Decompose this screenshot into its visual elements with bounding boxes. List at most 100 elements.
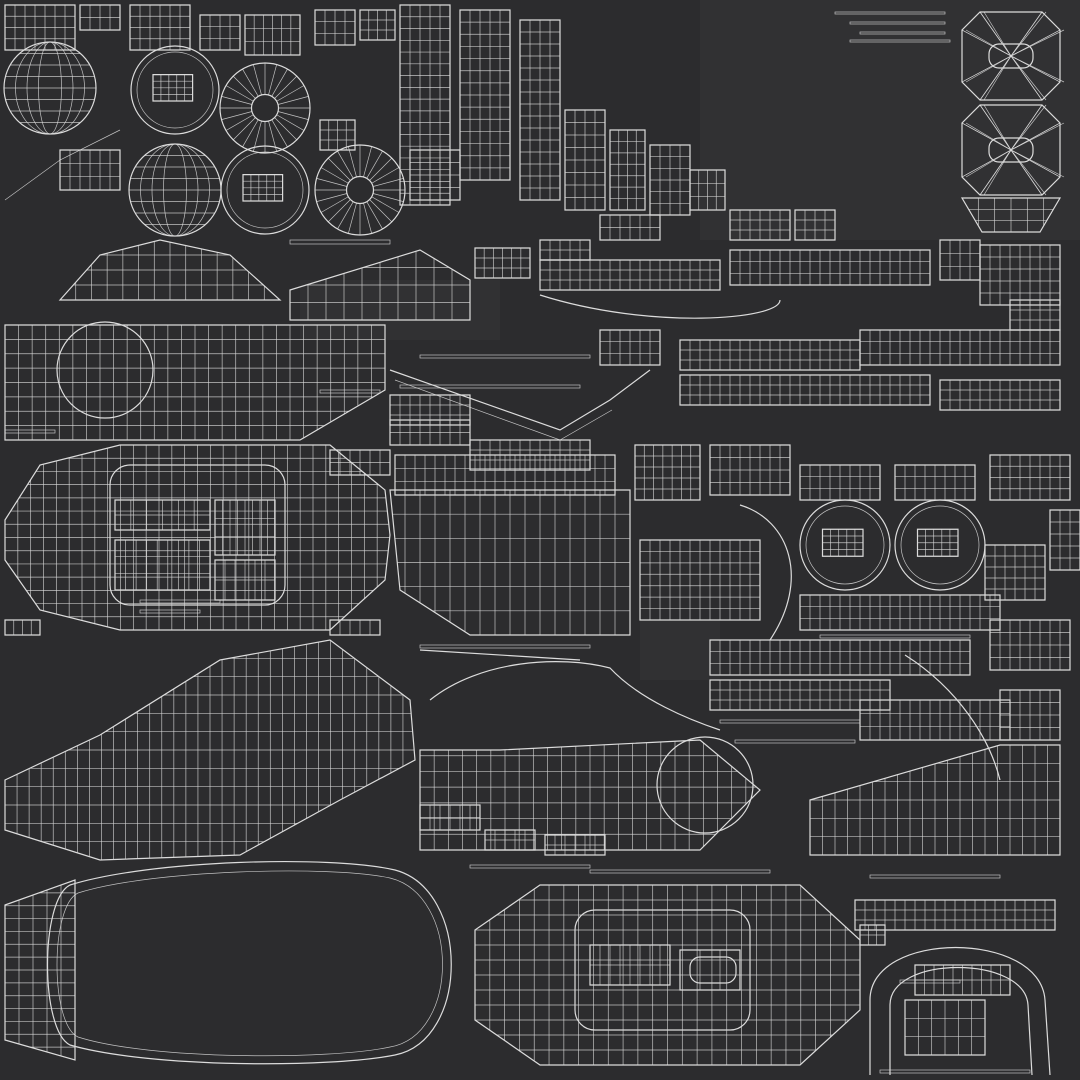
curved-strip [419, 649, 581, 661]
spoke [348, 146, 357, 178]
uv-island-outline [679, 949, 741, 991]
spoke [276, 114, 305, 131]
uv-island-outline [199, 14, 241, 51]
uv-island-outline [359, 9, 396, 41]
grid-lines [1050, 510, 1080, 570]
grid-lines [990, 620, 1070, 670]
octagon-spoke [1010, 149, 1065, 178]
grid-lines [5, 5, 75, 50]
uv-small-island [679, 374, 931, 406]
grid-lines [610, 130, 645, 210]
octagon-spoke [983, 11, 1012, 57]
uv-rect-island [114, 539, 211, 591]
uv-island-outline [329, 619, 381, 636]
uv-strip [139, 609, 201, 614]
grid-lines [520, 20, 560, 200]
spoke [242, 119, 259, 148]
octagon-spoke [1010, 149, 1047, 196]
uv-strip [469, 864, 591, 869]
ring-panel [242, 174, 284, 202]
spoke [372, 178, 404, 187]
uv-island-outline [4, 639, 416, 861]
curved-strip [904, 654, 1001, 781]
grid-lines [5, 880, 75, 1060]
uv-small-island [199, 14, 241, 51]
uv-island-outline [599, 214, 661, 241]
wing-island [809, 744, 1061, 856]
uv-island-outline [4, 4, 76, 51]
octagon-panel-icon [961, 11, 1065, 101]
uv-strip [139, 599, 221, 604]
grid-lines [60, 150, 120, 190]
uv-small-island [679, 339, 861, 371]
radial-disc-icon [314, 144, 406, 236]
grid-lines [640, 540, 760, 620]
hull-circle-cutout [656, 736, 754, 834]
grid-lines [410, 150, 460, 200]
uv-island-outline [984, 544, 1046, 601]
spoke [276, 85, 305, 102]
grid-lines [80, 5, 120, 30]
uv-island-outline [859, 329, 1061, 366]
uv-island-outline [859, 924, 886, 946]
curved-strip [394, 379, 613, 441]
uv-strip [419, 644, 591, 649]
uv-small-island [859, 924, 886, 946]
octagon-spoke [979, 11, 1012, 57]
spoke [337, 201, 354, 230]
spoke [268, 64, 277, 96]
ring-panel [152, 73, 194, 102]
uv-small-island [729, 209, 791, 241]
spoke [348, 202, 357, 234]
uv-small-island [329, 619, 381, 636]
octagon-center [988, 137, 1034, 163]
hull-top-island [4, 444, 391, 631]
uv-small-island [319, 119, 356, 151]
spoke [277, 111, 309, 120]
grid-lines [1000, 690, 1060, 740]
disc-hub [250, 93, 280, 123]
longitude-line [140, 143, 210, 237]
curved-strip [539, 294, 781, 319]
uv-island-outline [599, 329, 661, 366]
uv-island-outline [914, 964, 1011, 996]
uv-small-island [649, 144, 691, 216]
spoke [232, 117, 256, 141]
grid-lines [905, 1000, 985, 1055]
octagon-spoke [1010, 55, 1043, 101]
spoke [242, 68, 259, 97]
uv-strip [849, 39, 951, 43]
uv-island-outline [484, 829, 536, 851]
uv-island-outline [129, 4, 191, 51]
octagon-spoke [979, 149, 1012, 196]
grid-lines [243, 174, 283, 201]
spoke [320, 167, 349, 184]
octagon-spoke [979, 104, 1012, 151]
uv-island-outline [609, 129, 646, 211]
spoke [253, 64, 262, 96]
uv-island-outline [854, 899, 1056, 931]
grid-lines [917, 529, 958, 557]
uv-small-island [859, 699, 1011, 741]
cockpit-window [689, 956, 737, 984]
grid-lines [115, 540, 210, 590]
uv-island-outline [821, 528, 864, 557]
octagon-spoke [983, 149, 1012, 196]
grid-lines [600, 215, 660, 240]
shadow-region [300, 280, 500, 340]
uv-island-outline [639, 539, 761, 621]
uv-island-outline [469, 439, 591, 471]
grid-lines [800, 465, 880, 500]
ring-inner [900, 505, 980, 585]
uv-strip [819, 634, 971, 639]
uv-small-island [544, 834, 606, 856]
uv-small-island [564, 109, 606, 211]
grid-lines [962, 198, 1060, 232]
canopy-outline-inner [56, 870, 443, 1057]
uv-island-outline [474, 247, 531, 279]
uv-island-outline [904, 999, 986, 1056]
grid-lines [860, 700, 1010, 740]
ring-island [799, 499, 891, 591]
uv-rect-island [114, 499, 211, 531]
uv-strip [289, 239, 391, 245]
